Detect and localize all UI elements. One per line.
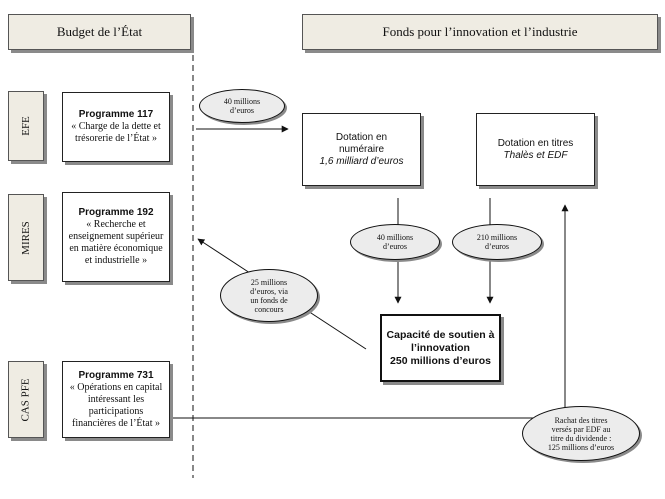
header-fonds-innovation: Fonds pour l’innovation et l’industrie: [302, 14, 658, 50]
flow-p192-line1: 25 millions: [250, 277, 288, 287]
flow-titres-ellipse: 210 millions d’euros: [452, 224, 542, 260]
programme-192-title: Programme 192: [78, 207, 154, 218]
dotation-numeraire-amount: 1,6 milliard d’euros: [319, 155, 404, 167]
programme-731-desc: « Opérations en capital intéressant les …: [69, 381, 163, 429]
mission-mires: MIRES: [8, 194, 44, 281]
mission-efe-label: EFE: [20, 116, 32, 136]
programme-117: Programme 117 « Charge de la dette et tr…: [62, 92, 170, 162]
programme-117-desc: « Charge de la dette et trésorerie de l’…: [71, 121, 161, 144]
capacite-line1: Capacité de soutien à: [386, 328, 495, 341]
capacite-line2: l’innovation: [411, 341, 470, 354]
capacite-amount: 250 millions d’euros: [390, 354, 491, 367]
programme-731-title: Programme 731: [78, 369, 154, 381]
flow-rachat-line2: versés par EDF au: [551, 424, 611, 434]
flow-p192-line2: d’euros, via: [250, 286, 288, 296]
flow-p192-ellipse: 25 millions d’euros, via un fonds de con…: [220, 269, 318, 322]
dotation-numeraire-box: Dotation en numéraire 1,6 milliard d’eur…: [302, 113, 421, 186]
flow-p117-ellipse: 40 millions d’euros: [199, 89, 285, 123]
capacite-soutien-box: Capacité de soutien à l’innovation 250 m…: [380, 314, 501, 382]
mission-cas-pfe: CAS PFE: [8, 361, 44, 438]
flow-titres-line1: 210 millions: [476, 233, 518, 242]
flow-numeraire-line1: 40 millions: [376, 233, 414, 242]
flow-p117-line1: 40 millions: [223, 97, 261, 106]
flow-p192-line4: concours: [254, 304, 284, 314]
mission-cas-pfe-label: CAS PFE: [20, 377, 33, 422]
dotation-titres-line1: Dotation en titres: [497, 137, 574, 149]
header-budget-etat: Budget de l’État: [8, 14, 191, 50]
programme-192: Programme 192 « Recherche et enseignemen…: [62, 192, 170, 282]
header-fonds-label: Fonds pour l’innovation et l’industrie: [382, 24, 578, 39]
dotation-titres-box: Dotation en titres Thalès et EDF: [476, 113, 595, 186]
dotation-numeraire-line1: Dotation en: [335, 131, 388, 143]
flow-numeraire-ellipse: 40 millions d’euros: [350, 224, 440, 260]
mission-mires-label: MIRES: [20, 220, 32, 255]
flow-rachat-line4: 125 millions d’euros: [547, 442, 615, 452]
flow-titres-line2: d’euros: [485, 242, 509, 251]
flow-rachat-line1: Rachat des titres: [554, 415, 608, 425]
flow-rachat-line3: titre du dividende :: [550, 433, 612, 443]
dotation-titres-line2: Thalès et EDF: [503, 149, 568, 161]
flow-p117-line2: d’euros: [230, 106, 254, 115]
flow-p192-line3: un fonds de: [250, 295, 288, 305]
mission-efe: EFE: [8, 91, 44, 161]
programme-731: Programme 731 « Opérations en capital in…: [62, 361, 170, 438]
programme-117-title: Programme 117: [78, 109, 154, 120]
flow-numeraire-line2: d’euros: [383, 242, 407, 251]
header-budget-label: Budget de l’État: [56, 24, 143, 39]
programme-192-desc: « Recherche et enseignement supérieur en…: [68, 219, 164, 266]
dotation-numeraire-line2: numéraire: [338, 143, 385, 155]
flow-rachat-ellipse: Rachat des titres versés par EDF au titr…: [522, 406, 640, 461]
